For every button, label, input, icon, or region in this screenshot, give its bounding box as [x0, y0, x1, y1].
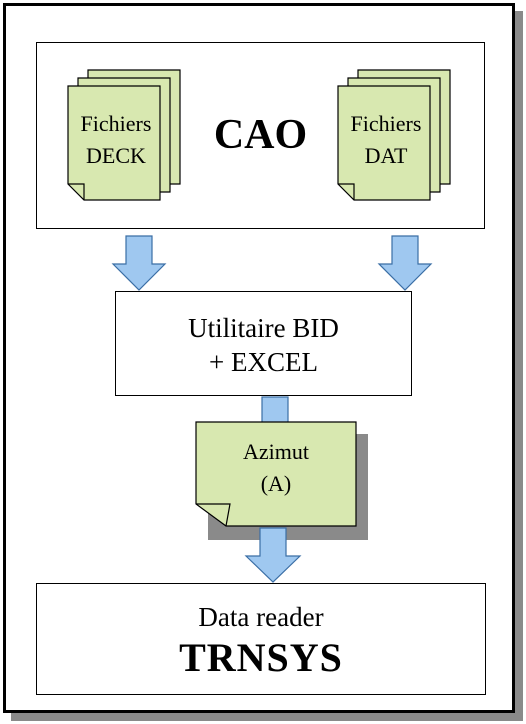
arrow-down-icon — [111, 235, 167, 291]
bid-line2: + EXCEL — [209, 347, 318, 377]
trnsys-line2: TRNSYS — [179, 635, 343, 680]
bid-line1: Utilitaire BID — [188, 313, 339, 343]
cao-title: CAO — [213, 112, 308, 158]
azimut-document-icon — [195, 421, 368, 540]
trnsys-line1: Data reader — [198, 602, 324, 632]
arrow-down-icon — [244, 527, 302, 583]
diagram-frame — [3, 3, 515, 713]
dat-label-line2: DAT — [364, 143, 408, 168]
azimut-label: Azimut (A) — [196, 436, 356, 500]
deck-label: Fichiers DECK — [70, 108, 162, 172]
arrow-down-icon — [377, 235, 433, 291]
dat-files-icon — [337, 69, 451, 201]
azimut-label-line2: (A) — [260, 471, 292, 496]
deck-label-line2: DECK — [86, 143, 146, 168]
connector-bar — [261, 396, 289, 424]
deck-files-icon — [67, 69, 181, 201]
azimut-label-line1: Azimut — [243, 439, 309, 464]
bid-utility-box: Utilitaire BID + EXCEL — [115, 291, 412, 396]
deck-label-line1: Fichiers — [80, 111, 152, 136]
dat-label: Fichiers DAT — [340, 108, 432, 172]
dat-label-line1: Fichiers — [350, 111, 422, 136]
trnsys-box: Data reader TRNSYS — [36, 583, 486, 695]
